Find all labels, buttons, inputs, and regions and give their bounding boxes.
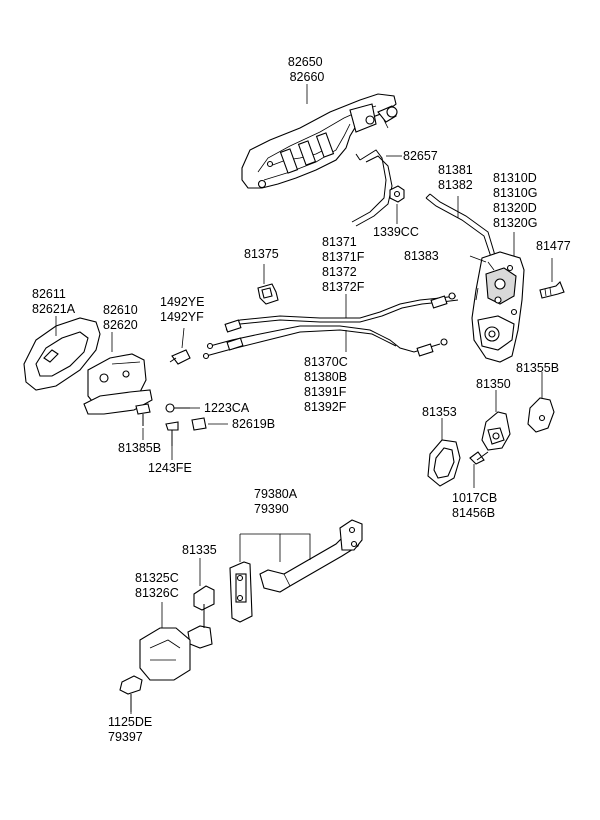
leader-79380-a xyxy=(240,533,281,562)
label-81385b: 81385B xyxy=(118,441,161,455)
gasket-81353 xyxy=(427,439,461,487)
nut-1339cc xyxy=(389,185,405,203)
label-1243fe: 1243FE xyxy=(148,461,192,475)
striker-plate-81325c xyxy=(139,627,191,681)
inside-handle-cover-82611 xyxy=(23,317,101,391)
label-79380a: 79380A 79390 xyxy=(254,487,300,516)
inside-handle-82610 xyxy=(83,353,153,415)
label-81325c: 81325C 81326C xyxy=(135,571,182,600)
door-checker-79380 xyxy=(229,519,363,623)
screw-81477 xyxy=(539,281,565,299)
label-81335: 81335 xyxy=(182,543,217,557)
rod-82657 xyxy=(351,149,393,227)
cover-81355b xyxy=(527,397,555,433)
label-1017cb: 1017CB 81456B xyxy=(452,491,501,520)
label-81310: 81310D 81310G 81320D 81320G xyxy=(493,171,541,230)
door-latch-assembly xyxy=(471,251,525,363)
label-1125de: 1125DE 79397 xyxy=(108,715,156,744)
label-1339cc: 1339CC xyxy=(373,225,419,239)
cap-82619b xyxy=(191,417,207,431)
label-1492ye: 1492YE 1492YF xyxy=(160,295,208,324)
label-82619b: 82619B xyxy=(232,417,275,431)
bolt-1125de xyxy=(119,675,143,712)
outside-handle-assembly xyxy=(241,93,398,189)
label-81371: 81371 81371F 81372 81372F xyxy=(322,235,368,294)
clip-1492ye xyxy=(169,349,191,365)
label-81355b: 81355B xyxy=(516,361,559,375)
clip-81375 xyxy=(257,283,279,305)
label-82610: 82610 82620 xyxy=(103,303,141,332)
striker-81335 xyxy=(187,585,215,649)
bracket-81350 xyxy=(481,411,511,451)
label-81353: 81353 xyxy=(422,405,457,419)
label-81375: 81375 xyxy=(244,247,279,261)
label-81350: 81350 xyxy=(476,377,511,391)
label-1223ca: 1223CA xyxy=(204,401,250,415)
label-81477: 81477 xyxy=(536,239,571,253)
label-82611: 82611 82621A xyxy=(32,287,76,316)
leader-81383 xyxy=(469,255,487,263)
screw-1243fe xyxy=(165,421,179,446)
label-81381: 81381 81382 xyxy=(438,163,476,192)
label-82650: 82650 82660 xyxy=(288,55,326,84)
cable-assembly xyxy=(202,292,459,360)
label-81370c: 81370C 81380B 81391F 81392F xyxy=(304,355,351,414)
screw-1223ca xyxy=(165,403,190,413)
leader-1492ye xyxy=(181,327,185,349)
label-81383: 81383 xyxy=(404,249,439,263)
screw-1017cb xyxy=(469,451,489,465)
leader-79380-c xyxy=(280,533,311,560)
label-82657: 82657 xyxy=(403,149,438,163)
bolt-81385b xyxy=(135,403,151,426)
